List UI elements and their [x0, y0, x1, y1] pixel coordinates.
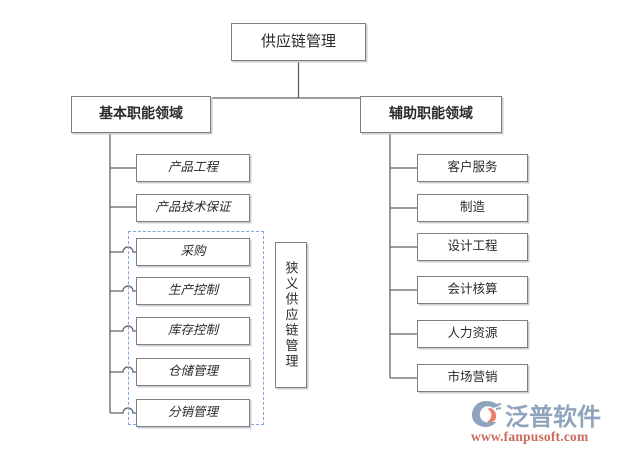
node-label: 分销管理: [167, 405, 218, 420]
node-label: 客户服务: [447, 160, 498, 175]
node-label: 产品工程: [167, 160, 218, 175]
node-supply-chain-management[interactable]: 供应链管理: [231, 23, 366, 61]
watermark-url-text: www.fanpusoft.com: [471, 429, 589, 444]
node-label: 库存控制: [167, 323, 218, 338]
watermark-brand-row: 泛普软件: [470, 398, 618, 431]
node-label: 辅助职能领域: [389, 106, 473, 122]
node-accounting[interactable]: 会计核算: [417, 276, 528, 304]
fanpu-logo-icon: [472, 401, 501, 427]
node-label: 基本职能领域: [99, 106, 183, 122]
node-customer-service[interactable]: 客户服务: [417, 154, 528, 182]
node-label: 人力资源: [447, 326, 498, 341]
node-auxiliary-functional-areas[interactable]: 辅助职能领域: [360, 96, 502, 133]
node-product-engineering[interactable]: 产品工程: [136, 154, 250, 182]
node-design-engineering[interactable]: 设计工程: [417, 233, 528, 261]
node-narrow-supply-chain-management[interactable]: 狭义供应链管理: [275, 242, 307, 388]
node-product-technical-assurance[interactable]: 产品技术保证: [136, 194, 250, 222]
node-label: 产品技术保证: [155, 200, 231, 215]
node-label: 会计核算: [447, 282, 498, 297]
watermark: 泛普软件 www.fanpusoft.com: [470, 398, 618, 450]
node-marketing[interactable]: 市场营销: [417, 364, 528, 392]
watermark-brand-text: 泛普软件: [505, 404, 601, 431]
node-procurement[interactable]: 采购: [136, 238, 250, 266]
node-distribution-management[interactable]: 分销管理: [136, 399, 250, 427]
node-label: 生产控制: [167, 283, 218, 298]
node-label: 市场营销: [447, 370, 498, 385]
node-warehouse-management[interactable]: 仓储管理: [136, 358, 250, 386]
node-label: 制造: [459, 200, 485, 215]
node-label: 供应链管理: [260, 33, 336, 50]
node-label: 设计工程: [447, 239, 498, 254]
node-human-resources[interactable]: 人力资源: [417, 320, 528, 348]
node-label-vertical: 狭义供应链管理: [283, 260, 299, 370]
node-production-control[interactable]: 生产控制: [136, 277, 250, 305]
node-label: 采购: [180, 244, 206, 259]
node-label: 仓储管理: [167, 364, 218, 379]
node-basic-functional-areas[interactable]: 基本职能领域: [71, 96, 211, 133]
node-manufacturing[interactable]: 制造: [417, 194, 528, 222]
node-inventory-control[interactable]: 库存控制: [136, 317, 250, 345]
